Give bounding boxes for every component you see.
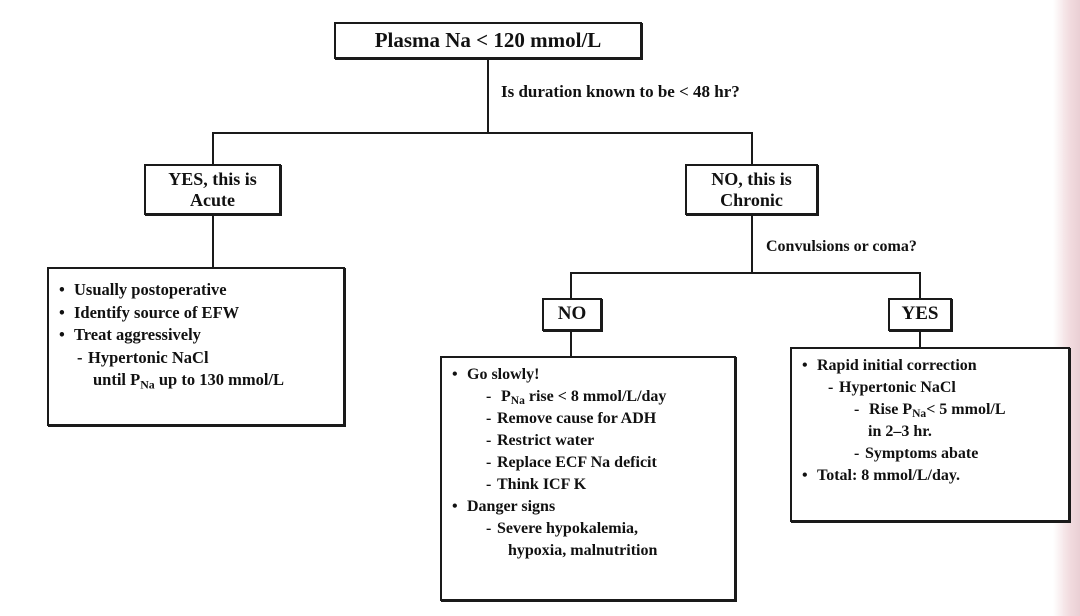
list-item: Hypertonic NaCl: [59, 349, 349, 367]
connector-yes-to-detail: [919, 331, 921, 347]
list-item: Identify source of EFW: [59, 304, 349, 322]
connector-chronic-to-split: [751, 215, 753, 274]
list-item: Restrict water: [452, 433, 742, 449]
node-plasma-na-title: Plasma Na < 120 mmol/L: [334, 22, 642, 59]
list-item: Hypertonic NaCl: [802, 380, 1080, 396]
no-box-rise: rise < 8 mmol/L/day: [524, 388, 667, 405]
node-acute-line2: Acute: [190, 189, 235, 210]
list-item: Total: 8 mmol/L/day.: [802, 468, 1080, 484]
list-item: Remove cause for ADH: [452, 411, 742, 427]
panel-chronic-yes-content: Rapid initial correction Hypertonic NaCl…: [802, 358, 1080, 490]
node-plasma-na-label: Plasma Na < 120 mmol/L: [374, 28, 602, 53]
acute-until-text: until P: [93, 370, 141, 389]
paper-edge-gradient: [1053, 0, 1063, 616]
node-acute-line1: YES, this is: [168, 168, 257, 189]
no-box-p: P: [501, 388, 511, 405]
panel-chronic-yes-detail: [790, 347, 1070, 522]
yes-box-limit: < 5 mmol/L: [926, 401, 1006, 418]
yes-box-rise: Rise P: [869, 401, 913, 418]
node-chronic-yes-label: YES: [901, 303, 939, 325]
list-item-rise-pna: Rise PNa< 5 mmol/L: [802, 401, 1080, 421]
connector-split2-to-yes: [919, 272, 921, 298]
list-item: Usually postoperative: [59, 281, 349, 299]
list-item: hypoxia, malnutrition: [508, 542, 658, 559]
node-chronic-no-label: NO: [557, 303, 587, 325]
connector-no-to-detail: [570, 331, 572, 356]
subscript-na: Na: [140, 377, 155, 392]
node-chronic-line2: Chronic: [720, 189, 783, 210]
node-chronic-line1: NO, this is: [711, 168, 792, 189]
connector-split-level2: [570, 272, 921, 274]
connector-title-to-split: [487, 59, 489, 133]
list-item: Go slowly!: [452, 367, 742, 383]
node-chronic-yes: YES: [888, 298, 952, 331]
connector-split-level1: [212, 132, 753, 134]
list-item-pna: until PNa up to 130 mmol/L: [59, 370, 349, 392]
panel-acute-treatment-content: Usually postoperative Identify source of…: [59, 281, 349, 395]
connector-split2-to-no: [570, 272, 572, 298]
list-item: Severe hypokalemia,: [452, 521, 742, 537]
list-item-pna-rise: PNa rise < 8 mmol/L/day: [452, 388, 742, 408]
list-item: Rapid initial correction: [802, 358, 1080, 374]
list-item: in 2–3 hr.: [868, 423, 932, 440]
connector-acute-to-treatment: [212, 215, 214, 267]
list-item: Symptoms abate: [802, 446, 1080, 462]
node-acute-branch: YES, this is Acute: [144, 164, 281, 215]
label-chronic-question: Convulsions or coma?: [766, 238, 917, 255]
subscript-na: Na: [510, 395, 525, 408]
list-item: Replace ECF Na deficit: [452, 455, 742, 471]
paper-edge-tint: [1063, 0, 1080, 616]
connector-split-to-no: [751, 132, 753, 165]
list-item: Danger signs: [452, 499, 742, 515]
connector-split-to-yes: [212, 132, 214, 165]
acute-target-text: up to 130 mmol/L: [154, 370, 285, 389]
node-chronic-branch: NO, this is Chronic: [685, 164, 818, 215]
list-item: Treat aggressively: [59, 326, 349, 344]
label-root-question: Is duration known to be < 48 hr?: [501, 82, 740, 101]
panel-chronic-no-content: Go slowly! PNa rise < 8 mmol/L/day Remov…: [452, 367, 742, 565]
subscript-na: Na: [912, 408, 927, 421]
list-item: Think ICF K: [452, 477, 742, 493]
node-chronic-no: NO: [542, 298, 602, 331]
